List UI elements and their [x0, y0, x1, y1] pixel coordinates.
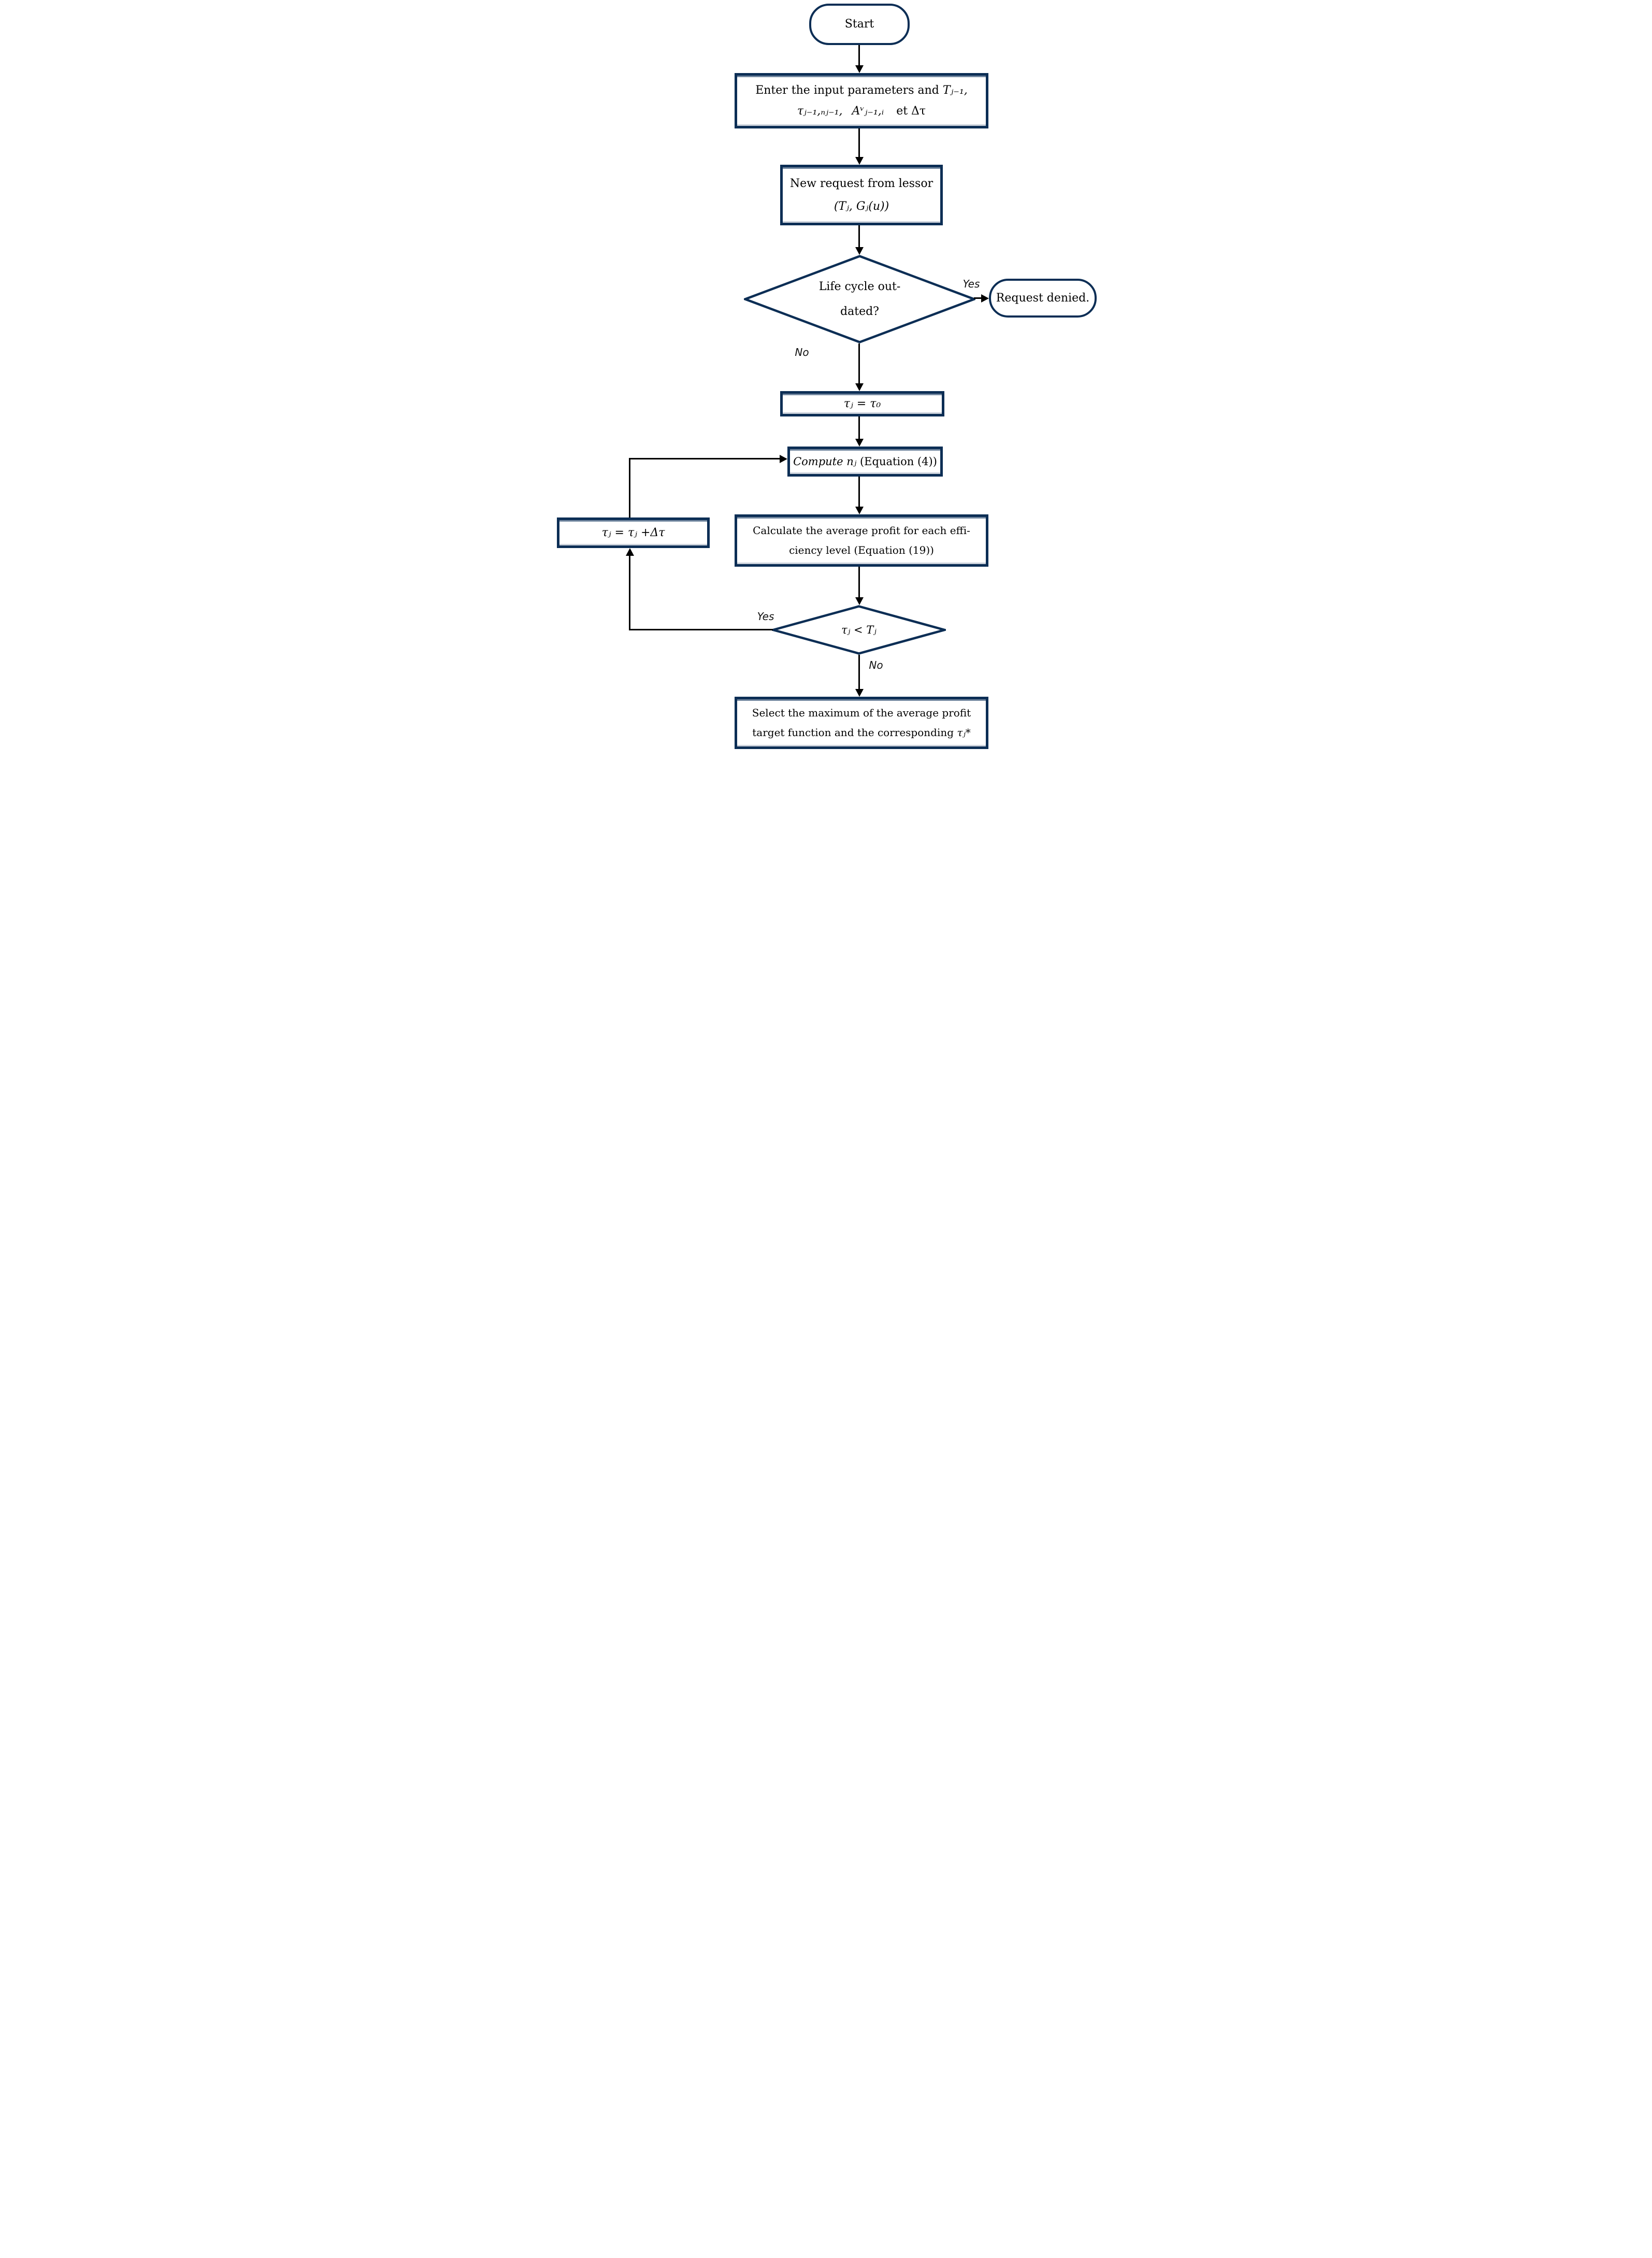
edge-compute-to-avgprofit: [858, 477, 860, 507]
tau-check-no-label: No: [869, 659, 883, 671]
lifecycle-yes-label: Yes: [963, 278, 980, 290]
edge-start-to-input: [858, 45, 860, 65]
edge-taucheck-left: [630, 629, 773, 630]
increment-tau-formula: τⱼ = τⱼ +Δτ: [601, 526, 665, 539]
request-denied-terminator: Request denied.: [989, 279, 1097, 318]
input-parameters-line1: Enter the input parameters and Tⱼ₋₁,: [755, 83, 968, 97]
lifecycle-no-label: No: [795, 346, 809, 358]
init-tau-box: τⱼ = τ₀: [780, 391, 944, 416]
input-parameters-box: Enter the input parameters and Tⱼ₋₁, τⱼ₋…: [735, 73, 988, 128]
arrowhead-start-to-input: [855, 65, 864, 73]
edge-lifecycle-to-denied: [974, 297, 981, 299]
tau-check-diamond: [772, 605, 946, 655]
increment-tau-box: τⱼ = τⱼ +Δτ: [557, 517, 710, 548]
start-terminator: Start: [809, 4, 910, 45]
edge-lifecycle-to-init: [858, 343, 860, 383]
select-max-box: Select the maximum of the average profit…: [735, 697, 988, 749]
arrowhead-avgprofit-to-taucheck: [855, 597, 864, 605]
flowchart-canvas: Start Enter the input parameters and Tⱼ₋…: [551, 0, 1101, 753]
edge-input-to-request: [858, 128, 860, 157]
arrowhead-loop-to-compute: [780, 455, 787, 463]
tau-check-yes-label: Yes: [757, 610, 774, 623]
compute-nj-box: Compute nⱼ (Equation (4)): [787, 447, 943, 477]
arrowhead-init-to-compute: [855, 439, 864, 447]
select-max-line1: Select the maximum of the average profit: [752, 707, 971, 720]
tau-check-decision-text: τⱼ < Tⱼ: [772, 605, 946, 655]
average-profit-line2: ciency level (Equation (19)): [789, 543, 934, 556]
init-tau-formula: τⱼ = τ₀: [843, 397, 881, 410]
edge-taucheck-to-selectmax: [858, 655, 860, 689]
edge-increment-up: [629, 458, 630, 517]
edge-request-to-lifecycle: [858, 225, 860, 247]
edge-taucheck-up-to-increment: [629, 556, 630, 630]
arrowhead-compute-to-avgprofit: [855, 507, 864, 514]
select-max-line2: target function and the corresponding τⱼ…: [752, 726, 971, 739]
lifecycle-decision-shape: [744, 255, 975, 343]
new-request-line2: (Tⱼ, Gⱼ(u)): [834, 199, 889, 213]
arrowhead-taucheck-to-increment: [626, 548, 634, 556]
arrowhead-request-to-lifecycle: [855, 247, 864, 255]
tau-check-formula: τⱼ < Tⱼ: [841, 623, 877, 636]
average-profit-line1: Calculate the average profit for each ef…: [753, 524, 970, 537]
lifecycle-line2: dated?: [840, 305, 879, 318]
average-profit-box: Calculate the average profit for each ef…: [735, 514, 988, 567]
edge-init-to-compute: [858, 416, 860, 439]
lifecycle-decision-text: Life cycle out- dated?: [744, 255, 975, 343]
new-request-line1: New request from lessor: [789, 177, 933, 191]
start-label: Start: [844, 18, 874, 31]
arrowhead-lifecycle-to-init: [855, 383, 864, 391]
arrowhead-taucheck-to-selectmax: [855, 689, 864, 697]
arrowhead-lifecycle-to-denied: [981, 294, 989, 303]
lifecycle-line1: Life cycle out-: [818, 280, 901, 294]
lifecycle-diamond: [744, 255, 975, 343]
compute-nj-label: Compute nⱼ (Equation (4)): [793, 455, 937, 468]
arrowhead-input-to-request: [855, 157, 864, 165]
edge-avgprofit-to-taucheck: [858, 567, 860, 597]
tau-check-decision-shape: [772, 605, 946, 655]
request-denied-label: Request denied.: [996, 291, 1090, 305]
new-request-box: New request from lessor (Tⱼ, Gⱼ(u)): [780, 165, 943, 225]
edge-loop-to-compute: [629, 458, 780, 459]
